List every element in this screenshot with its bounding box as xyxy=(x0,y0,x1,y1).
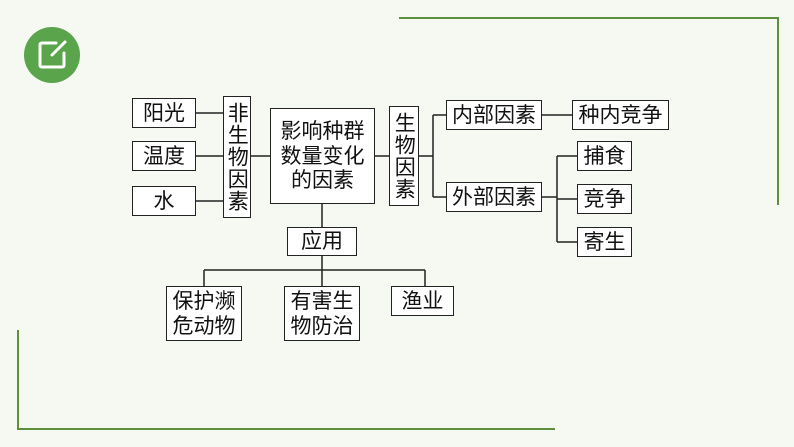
internal-factors-box: 内部因素 xyxy=(446,100,542,130)
application-item-endangered: 保护濒 危动物 xyxy=(166,286,242,341)
abiotic-item-water: 水 xyxy=(132,186,196,216)
frame-bottom-line xyxy=(17,428,555,430)
abiotic-item-label: 阳光 xyxy=(143,100,185,125)
predation-box: 捕食 xyxy=(577,141,632,171)
external-factors-label: 外部因素 xyxy=(452,184,536,209)
competition-label: 竞争 xyxy=(583,186,626,211)
application-item-label: 保护濒 危动物 xyxy=(172,289,236,338)
abiotic-factors-box: 非生物因素 xyxy=(223,96,251,218)
biotic-factors-label: 生物因素 xyxy=(392,112,417,200)
edit-icon xyxy=(38,40,67,69)
intraspecific-competition-box: 种内竞争 xyxy=(572,100,669,130)
biotic-factors-box: 生物因素 xyxy=(389,106,419,206)
external-factors-box: 外部因素 xyxy=(446,182,542,212)
abiotic-item-sunlight: 阳光 xyxy=(132,98,196,128)
predation-label: 捕食 xyxy=(583,143,626,168)
application-item-label: 有害生 物防治 xyxy=(290,289,354,338)
abiotic-item-temperature: 温度 xyxy=(132,141,196,171)
parasitism-box: 寄生 xyxy=(577,227,632,257)
application-box: 应用 xyxy=(287,227,357,256)
application-item-label: 渔业 xyxy=(401,288,444,313)
abiotic-item-label: 水 xyxy=(153,188,175,213)
abiotic-factors-label: 非生物因素 xyxy=(225,102,250,212)
frame-top-line xyxy=(399,17,779,19)
frame-left-line xyxy=(17,330,19,429)
central-topic-box: 影响种群 数量变化 的因素 xyxy=(270,108,375,204)
application-item-fishery: 渔业 xyxy=(391,286,454,316)
internal-factors-label: 内部因素 xyxy=(452,102,536,127)
intraspecific-competition-label: 种内竞争 xyxy=(578,102,663,127)
central-topic-label: 影响种群 数量变化 的因素 xyxy=(280,119,365,193)
application-item-pest-control: 有害生 物防治 xyxy=(284,286,360,341)
competition-box: 竞争 xyxy=(577,184,632,214)
abiotic-item-label: 温度 xyxy=(143,143,185,168)
frame-right-line xyxy=(777,17,779,205)
parasitism-label: 寄生 xyxy=(583,229,626,254)
application-label: 应用 xyxy=(301,229,343,254)
edit-badge xyxy=(24,27,80,83)
